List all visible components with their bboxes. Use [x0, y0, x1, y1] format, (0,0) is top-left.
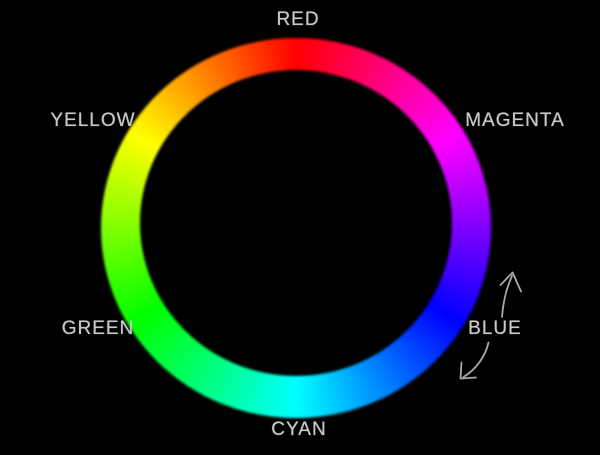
label-magenta: MAGENTA	[465, 110, 565, 131]
color-wheel-center	[140, 70, 452, 376]
label-blue: BLUE	[468, 318, 522, 339]
label-green: GREEN	[61, 318, 135, 339]
label-cyan: CYAN	[271, 419, 327, 440]
label-yellow: YELLOW	[50, 110, 136, 131]
label-red: RED	[276, 9, 320, 30]
arrow-up-icon	[499, 271, 522, 318]
color-wheel	[99, 36, 493, 420]
